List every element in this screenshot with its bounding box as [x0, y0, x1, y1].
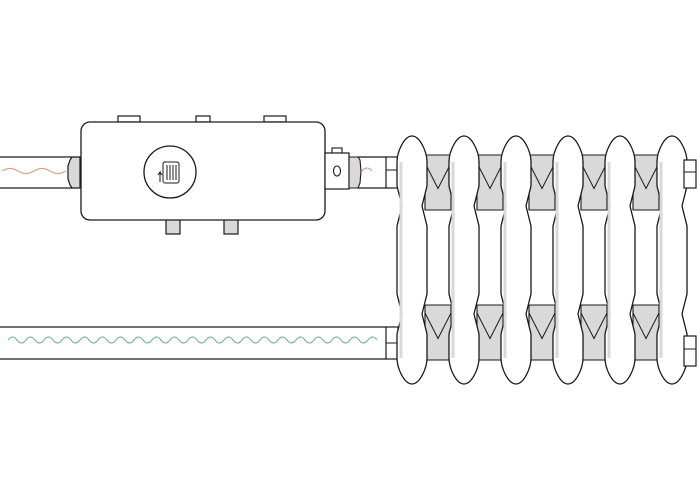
radiator-connector-edge [632, 312, 660, 340]
radiator-connector [424, 154, 452, 211]
radiator-connector-edge [476, 312, 504, 340]
cold-water-flow [7, 336, 378, 344]
radiator-connector [632, 154, 660, 211]
controller-valve [324, 147, 350, 190]
radiator-connector [632, 304, 660, 361]
radiator-connector [580, 154, 608, 211]
controller-top-tab-3 [263, 115, 287, 123]
radiator-end-caps [683, 159, 697, 367]
radiator-connector [528, 154, 556, 211]
radiator-connector-edge [476, 162, 504, 190]
radiator-section [500, 135, 532, 385]
radiator-section [552, 135, 584, 385]
controller-bottom-leg-2 [223, 218, 239, 235]
radiator-connector-edge [632, 162, 660, 190]
radiator-section [396, 135, 428, 385]
radiator-connector [528, 304, 556, 361]
controller-body [80, 121, 326, 221]
radiator-inlet-pipe [348, 156, 399, 189]
radiator-connector-edge [424, 312, 452, 340]
controller-unit [80, 115, 350, 235]
controller-top-tab-2 [195, 115, 211, 123]
controller-bottom-leg-1 [165, 218, 181, 235]
radiator-connector [476, 154, 504, 211]
controller-top-tab-1 [117, 115, 141, 123]
radiator-heat-icon [157, 161, 180, 184]
radiator-connector [476, 304, 504, 361]
radiator-connector [580, 304, 608, 361]
radiator [396, 135, 688, 385]
radiator-connector-edge [580, 162, 608, 190]
radiator-connector [424, 304, 452, 361]
radiator-connector-edge [528, 162, 556, 190]
supply-pipe-upper [0, 156, 81, 189]
radiator-section [604, 135, 636, 385]
radiator-connector-edge [580, 312, 608, 340]
radiator-connector-edge [528, 312, 556, 340]
radiator-connector-edge [424, 162, 452, 190]
radiator-section [448, 135, 480, 385]
hot-water-flow [1, 167, 67, 175]
return-pipe-lower [0, 326, 399, 360]
